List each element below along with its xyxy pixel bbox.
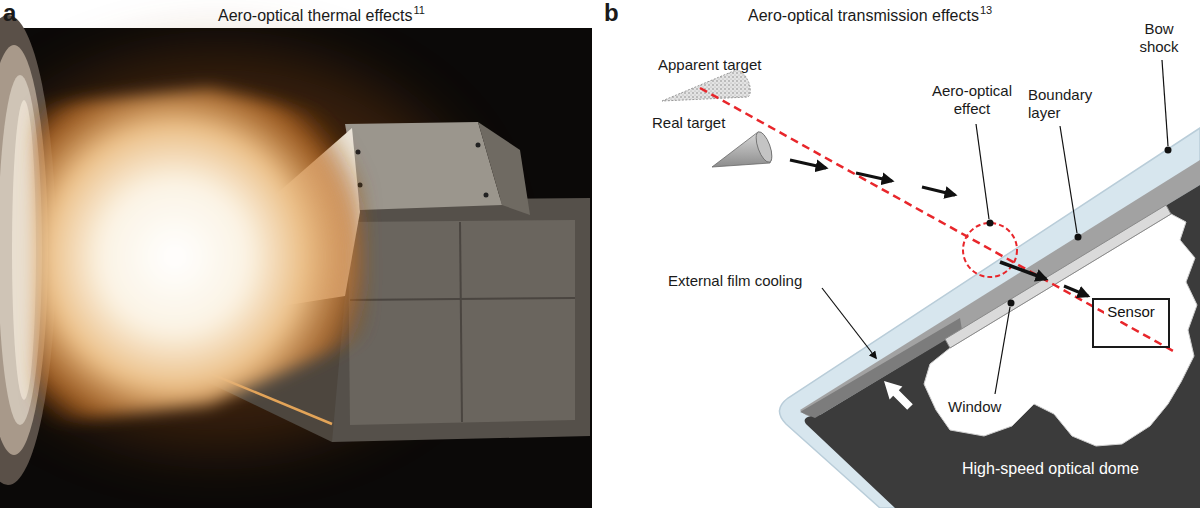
reference-number: 11 bbox=[413, 4, 424, 17]
callout-label: External film cooling bbox=[668, 272, 802, 290]
callout-label: Window bbox=[948, 398, 1001, 416]
node-label: Sensor bbox=[1104, 303, 1158, 321]
leader-dot bbox=[1008, 300, 1015, 307]
thermal-photo bbox=[0, 15, 592, 508]
callout-label: Boundary layer bbox=[1028, 86, 1108, 122]
model-seam bbox=[350, 298, 575, 300]
screw bbox=[484, 193, 489, 198]
apparent-ray bbox=[700, 88, 1175, 352]
callout-label: Bow shock bbox=[1130, 20, 1188, 56]
model-seam bbox=[460, 222, 462, 422]
leader-line bbox=[995, 307, 1010, 394]
model-top-block bbox=[345, 122, 502, 210]
ray-arrow bbox=[1000, 262, 1046, 279]
nozzle-ring bbox=[12, 100, 36, 400]
leader-line bbox=[1060, 126, 1077, 233]
hot-plume bbox=[35, 88, 368, 425]
ray-arrow bbox=[790, 160, 826, 168]
leader-dot bbox=[1075, 234, 1082, 241]
apparent-target-cone bbox=[662, 70, 750, 101]
target-label: Real target bbox=[652, 114, 725, 132]
real-target-base bbox=[753, 130, 775, 164]
leader-dot bbox=[1165, 147, 1172, 154]
ray-arrow bbox=[922, 187, 955, 195]
leader-arrow bbox=[822, 288, 876, 358]
dome-body bbox=[805, 185, 1200, 508]
panel-title: Aero-optical thermal effects bbox=[218, 6, 412, 25]
reference-number: 13 bbox=[980, 4, 992, 17]
ray-arrow bbox=[1064, 286, 1088, 296]
panel-letter: b bbox=[604, 0, 619, 28]
model-block bbox=[330, 198, 590, 442]
coolant-arrow bbox=[884, 381, 913, 410]
bow-shock-region bbox=[779, 128, 1200, 508]
sensor-box: Sensor bbox=[1092, 298, 1170, 348]
model-face bbox=[348, 220, 575, 425]
screw bbox=[476, 143, 481, 148]
effect-circle bbox=[963, 223, 1017, 277]
leader-line bbox=[1162, 60, 1168, 146]
leader-line bbox=[976, 124, 989, 219]
callout-label: Aero-optical effect bbox=[922, 82, 1022, 118]
panel-title: Aero-optical transmission effects bbox=[748, 6, 979, 25]
dome-region: High-speed optical dome Sensor bbox=[880, 180, 1198, 506]
model-top-side bbox=[478, 122, 530, 215]
dome-diagram bbox=[662, 60, 1200, 508]
window-plate bbox=[945, 205, 1171, 348]
ray-arrow bbox=[856, 173, 892, 181]
panel-letter: a bbox=[3, 0, 16, 28]
target-label: Apparent target bbox=[658, 56, 761, 74]
node-label: High-speed optical dome bbox=[962, 460, 1139, 478]
leader-dot bbox=[987, 220, 994, 227]
